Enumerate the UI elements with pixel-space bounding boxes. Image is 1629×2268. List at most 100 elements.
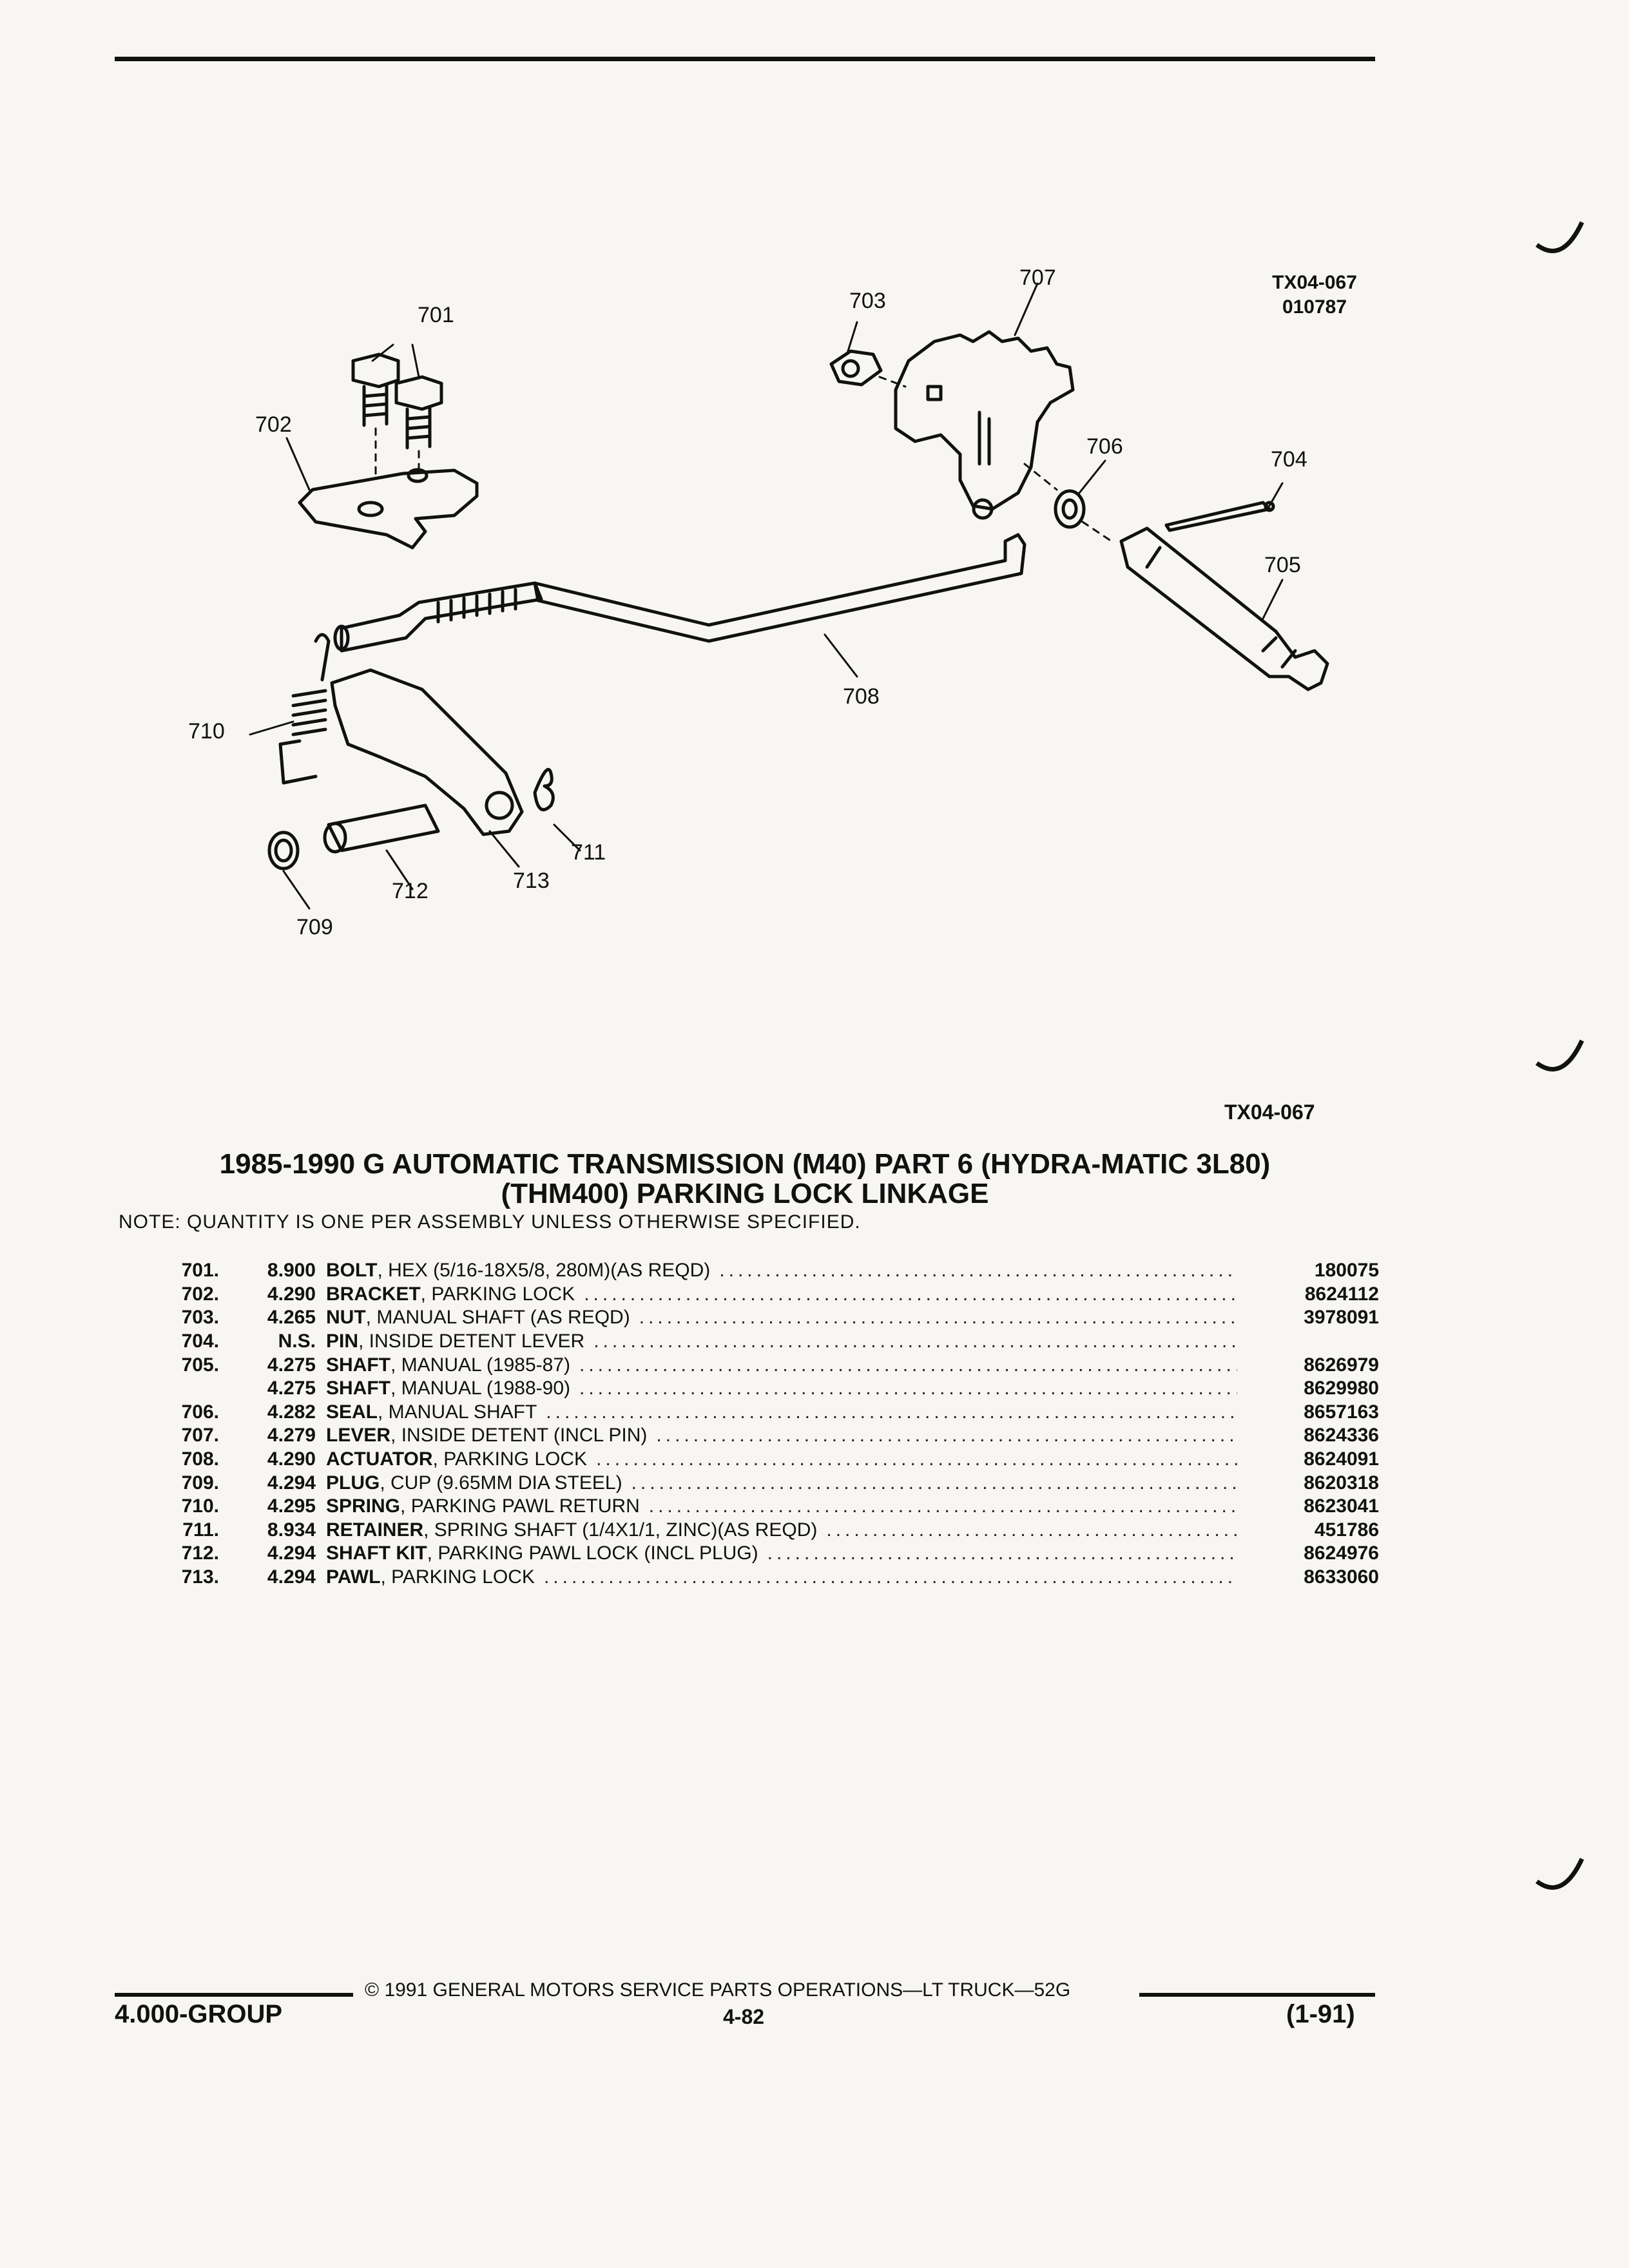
leader-dots: ........................................… — [826, 1519, 1237, 1541]
group-number: 4.294 — [267, 1472, 316, 1494]
group-number: 4.282 — [267, 1401, 316, 1423]
leader-dots: ........................................… — [639, 1307, 1237, 1329]
manual-shaft-705 — [1119, 526, 1329, 691]
ref-number: 713. — [181, 1566, 219, 1588]
parts-row: 704.N.S.PIN, INSIDE DETENT LEVER........… — [129, 1330, 1379, 1354]
part-name: BOLT — [326, 1260, 378, 1282]
part-number: 8657163 — [1304, 1401, 1379, 1423]
nut-703 — [829, 349, 883, 387]
ref-number: 707. — [181, 1425, 219, 1446]
part-name: SHAFT — [326, 1378, 390, 1399]
callout-711: 711 — [571, 840, 606, 865]
callout-709: 709 — [296, 915, 333, 939]
callout-708: 708 — [843, 684, 880, 709]
group-number: 4.294 — [267, 1542, 316, 1564]
group-number: 4.275 — [267, 1354, 316, 1376]
part-number: 8624112 — [1304, 1283, 1379, 1305]
callout-712: 712 — [392, 879, 429, 903]
part-detail: , CUP (9.65MM DIA STEEL) — [380, 1472, 622, 1494]
leader-dots: ........................................… — [579, 1354, 1237, 1376]
callout-710: 710 — [188, 719, 225, 744]
part-number: 8624976 — [1304, 1542, 1379, 1564]
part-description: BRACKET, PARKING LOCK...................… — [326, 1283, 1244, 1305]
leader-dots: ........................................… — [543, 1566, 1237, 1588]
part-name: PIN — [326, 1331, 359, 1352]
page-number: 4-82 — [723, 2005, 765, 2028]
callout-703: 703 — [849, 289, 886, 313]
group-label: 4.000-GROUP — [115, 2000, 283, 2028]
part-name: BRACKET — [326, 1283, 421, 1305]
part-description: SHAFT KIT, PARKING PAWL LOCK (INCL PLUG)… — [326, 1542, 1244, 1564]
part-name: ACTUATOR — [326, 1448, 433, 1470]
group-number: N.S. — [278, 1331, 316, 1352]
part-description: PIN, INSIDE DETENT LEVER................… — [326, 1331, 1244, 1352]
part-name: SHAFT — [326, 1354, 390, 1376]
part-description: SHAFT, MANUAL (1985-87).................… — [326, 1354, 1244, 1376]
pin-704 — [1164, 501, 1275, 532]
part-number: 180075 — [1314, 1260, 1379, 1282]
group-number: 4.275 — [267, 1378, 316, 1399]
part-description: RETAINER, SPRING SHAFT (1/4X1/1, ZINC)(A… — [326, 1519, 1244, 1541]
ref-number: 703. — [181, 1307, 219, 1329]
ref-number: 701. — [181, 1260, 219, 1282]
retainer-711 — [533, 767, 555, 812]
group-number: 4.295 — [267, 1495, 316, 1517]
part-description: PLUG, CUP (9.65MM DIA STEEL)............… — [326, 1472, 1244, 1494]
spring-710 — [278, 633, 331, 785]
part-name: SEAL — [326, 1401, 378, 1423]
part-name: SHAFT KIT — [326, 1542, 427, 1564]
figure-code-block: TX04-067 010787 — [1237, 271, 1392, 320]
part-detail: , INSIDE DETENT LEVER — [358, 1331, 585, 1352]
part-number: 3978091 — [1304, 1307, 1379, 1329]
figure-code: TX04-067 — [1272, 272, 1357, 293]
binder-mark-icon — [1535, 221, 1585, 253]
binder-mark-icon — [1535, 1039, 1585, 1072]
part-detail: , MANUAL SHAFT — [378, 1401, 537, 1423]
part-detail: , PARKING PAWL LOCK (INCL PLUG) — [427, 1542, 758, 1564]
part-number: 8626979 — [1304, 1354, 1379, 1376]
part-detail: , MANUAL (1985-87) — [390, 1354, 570, 1376]
part-number: 8633060 — [1304, 1566, 1379, 1588]
page-title: 1985-1990 G AUTOMATIC TRANSMISSION (M40)… — [115, 1149, 1375, 1209]
ref-number: 705. — [181, 1354, 219, 1376]
parts-row: 712. 4.294 SHAFT KIT, PARKING PAWL LOCK (I… — [129, 1542, 1379, 1566]
parts-row: 711. 8.934 RETAINER, SPRING SHAFT (1/4X1/1… — [129, 1519, 1379, 1542]
leader-dots: ........................................… — [719, 1260, 1237, 1282]
ref-number: 711. — [182, 1519, 219, 1541]
part-name: RETAINER — [326, 1519, 424, 1541]
leader-dots: ........................................… — [656, 1425, 1237, 1446]
part-detail: , PARKING LOCK — [420, 1283, 575, 1305]
part-number: 451786 — [1314, 1519, 1379, 1541]
leader-dots: ........................................… — [631, 1472, 1237, 1494]
leader-dots: ........................................… — [596, 1448, 1237, 1470]
ref-number: 712. — [181, 1542, 219, 1564]
group-number: 8.934 — [267, 1519, 316, 1541]
leader-dots: ........................................… — [546, 1401, 1237, 1423]
copyright: © 1991 GENERAL MOTORS SERVICE PARTS OPER… — [365, 1979, 1071, 2001]
part-name: NUT — [326, 1307, 366, 1329]
part-number: 8629980 — [1304, 1378, 1379, 1399]
callout-701: 701 — [418, 303, 454, 327]
leader-dots: ........................................… — [579, 1378, 1237, 1399]
bracket-702 — [298, 468, 479, 550]
part-detail: , PARKING PAWL RETURN — [400, 1495, 640, 1517]
callout-707: 707 — [1019, 265, 1056, 290]
ref-number: 702. — [181, 1283, 219, 1305]
part-description: BOLT, HEX (5/16-18X5/8, 280M)(AS REQD)..… — [326, 1260, 1244, 1282]
group-number: 4.265 — [267, 1307, 316, 1329]
title-line-1: 1985-1990 G AUTOMATIC TRANSMISSION (M40)… — [219, 1148, 1271, 1180]
leader-dots: ........................................… — [767, 1542, 1237, 1564]
bolt-701-b — [394, 375, 443, 450]
parking-lock-linkage-diagram — [249, 282, 1329, 910]
top-rule — [115, 57, 1375, 61]
part-detail: , PARKING LOCK — [380, 1566, 535, 1588]
part-description: ACTUATOR, PARKING LOCK..................… — [326, 1448, 1244, 1470]
callout-713: 713 — [513, 869, 550, 893]
part-description: LEVER, INSIDE DETENT (INCL PIN).........… — [326, 1425, 1244, 1446]
